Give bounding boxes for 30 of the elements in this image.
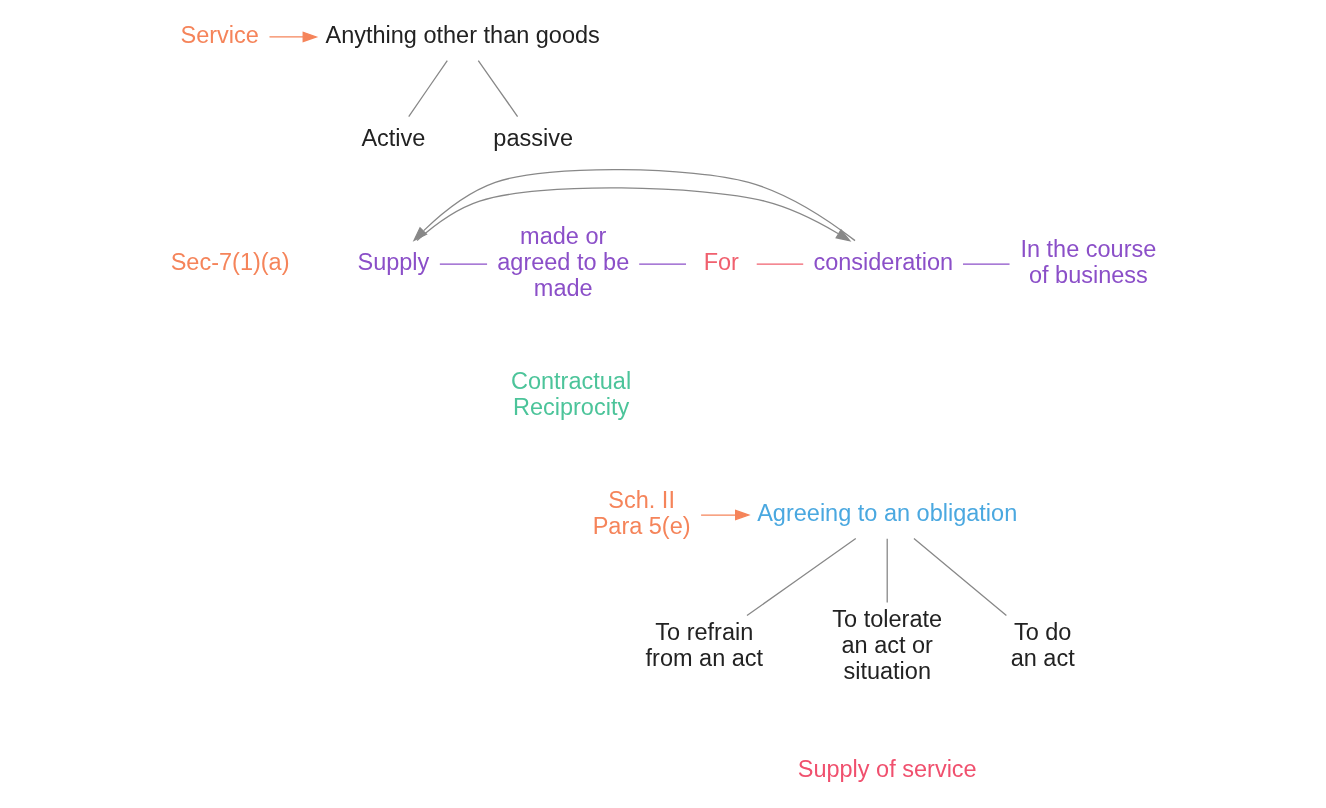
connector — [745, 537, 856, 617]
node-text: To refrain from an act — [645, 618, 763, 671]
node-text: To tolerate an act or situation — [831, 605, 942, 684]
node-text: made or agreed to be made — [496, 222, 629, 302]
arrow — [699, 509, 751, 521]
node-text: Active — [360, 124, 425, 151]
connector — [961, 263, 1010, 265]
node-text: To do an act — [1010, 618, 1075, 671]
node-text: In the course of business — [1019, 235, 1156, 289]
connector — [438, 263, 488, 265]
node-text: passive — [492, 124, 573, 151]
node-text: Supply of service — [797, 755, 977, 782]
connector — [638, 263, 687, 265]
node-text: Service — [179, 21, 259, 48]
node-text: consideration — [812, 248, 953, 275]
arrow — [412, 169, 856, 242]
label: Contractual Reciprocity — [510, 367, 631, 420]
connector — [407, 59, 448, 118]
arrow — [415, 187, 851, 242]
connector — [755, 263, 804, 265]
node-text: For — [703, 248, 739, 275]
connector — [886, 538, 888, 604]
label: Sec-7(1)(a) — [170, 248, 290, 275]
connector — [477, 59, 518, 118]
connector — [912, 537, 1007, 617]
node-text: Agreeing to an obligation — [756, 499, 1017, 526]
arrow — [268, 31, 318, 43]
node-text: Anything other than goods — [324, 21, 600, 48]
node-text: Supply — [356, 248, 429, 275]
node-text: Sch. II Para 5(e) — [592, 486, 691, 539]
